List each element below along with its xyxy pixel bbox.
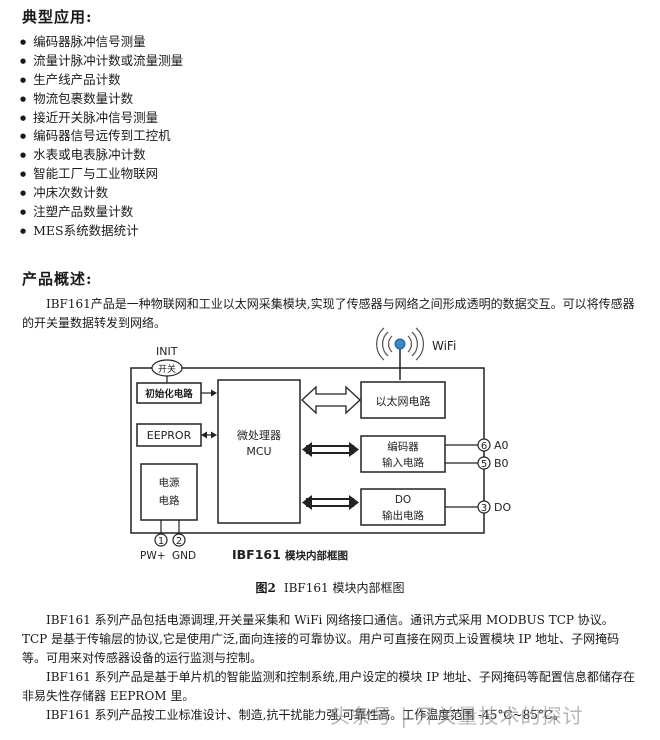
pin-gnd xyxy=(172,533,186,547)
pin-b0-label: B0 xyxy=(494,457,509,470)
application-item: 生产线产品计数 xyxy=(20,71,183,90)
switch-label: 开关 xyxy=(158,363,176,375)
encoder-box xyxy=(360,435,446,473)
pin-pw xyxy=(154,533,168,547)
init-label: INIT xyxy=(156,345,178,358)
svg-text:2: 2 xyxy=(176,536,182,547)
svg-text:6: 6 xyxy=(481,441,487,452)
model-label: IBF161 xyxy=(232,547,281,562)
encoder-bus-arrow xyxy=(302,442,359,457)
ethernet-label: 以太网电路 xyxy=(376,395,431,408)
do-label-2: 输出电路 xyxy=(382,509,424,522)
model-suffix-label: 模块内部框图 xyxy=(285,549,348,562)
do-bus-arrow xyxy=(302,495,359,510)
power-circuit-box xyxy=(140,463,198,521)
wifi-antenna-icon xyxy=(376,327,424,380)
application-item: MES系统数据统计 xyxy=(20,222,183,241)
ethernet-bus-arrow xyxy=(301,385,361,415)
application-item: 编码器脉冲信号测量 xyxy=(20,33,183,52)
pin-do-label: DO xyxy=(494,501,511,514)
paragraph-1: IBF161 系列产品包括电源调理,开关量采集和 WiFi 网络接口通信。通讯方… xyxy=(22,613,620,665)
applications-list: 编码器脉冲信号测量流量计脉冲计数或流量测量生产线产品计数物流包裹数量计数接近开关… xyxy=(20,33,183,241)
overview-heading: 产品概述: xyxy=(22,270,93,288)
paragraph-2: IBF161 系列产品是基于单片机的智能监测和控制系统,用户设定的模块 IP 地… xyxy=(22,670,635,703)
application-item: 注塑产品数量计数 xyxy=(20,203,183,222)
application-item: 接近开关脉冲信号测量 xyxy=(20,109,183,128)
application-item: 编码器信号远传到工控机 xyxy=(20,127,183,146)
svg-text:5: 5 xyxy=(481,459,487,470)
do-box xyxy=(360,488,446,526)
overview-paragraph: IBF161产品是一种物联网和工业以太网采集模块,实现了传感器与网络之间形成透明… xyxy=(22,297,635,330)
applications-heading: 典型应用: xyxy=(22,8,93,26)
power-label-2: 电路 xyxy=(159,494,180,507)
mcu-label-2: MCU xyxy=(246,445,271,458)
power-label-1: 电源 xyxy=(159,476,180,489)
application-item: 物流包裹数量计数 xyxy=(20,90,183,109)
application-item: 流量计脉冲计数或流量测量 xyxy=(20,52,183,71)
mcu-box xyxy=(217,379,301,524)
application-item: 冲床次数计数 xyxy=(20,184,183,203)
block-diagram: WiFi INIT 开关 初始化电路 EEPROR 电源 电路 微处理器 MCU… xyxy=(130,327,511,562)
pin-gnd-label: GND xyxy=(172,550,196,562)
pin-do xyxy=(477,500,491,514)
mcu-label-1: 微处理器 xyxy=(237,428,281,442)
pin-a0 xyxy=(477,438,491,452)
ethernet-box xyxy=(360,381,446,419)
paragraph-3: IBF161 系列产品按工业标准设计、制造,抗干扰能力强,可靠性高。工作温度范围… xyxy=(46,708,566,722)
wifi-label: WiFi xyxy=(432,339,456,353)
watermark: 头条号 | 开关量技术的探讨 xyxy=(330,704,584,728)
pin-b0 xyxy=(477,456,491,470)
svg-text:1: 1 xyxy=(158,536,164,547)
encoder-label-2: 输入电路 xyxy=(382,456,424,469)
pin-pw-label: PW+ xyxy=(140,550,166,562)
encoder-label-1: 编码器 xyxy=(387,440,419,453)
eeprom-label: EEPROR xyxy=(147,429,192,442)
application-item: 水表或电表脉冲计数 xyxy=(20,146,183,165)
svg-text:3: 3 xyxy=(481,503,487,514)
init-circuit-label: 初始化电路 xyxy=(145,388,193,400)
application-item: 智能工厂与工业物联网 xyxy=(20,165,183,184)
do-label-1: DO xyxy=(395,494,411,506)
pin-a0-label: A0 xyxy=(494,439,509,452)
